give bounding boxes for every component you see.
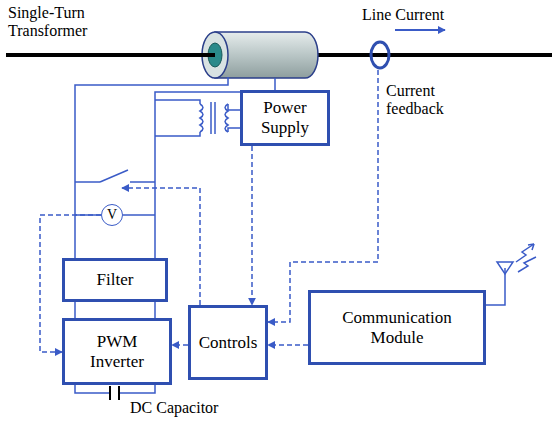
- component-label: Single-Turn Transformer: [8, 4, 118, 41]
- filter-box: Filter: [62, 258, 168, 302]
- voltmeter-circle: V: [101, 204, 123, 226]
- signal-arrow: [172, 344, 188, 346]
- component-label: DC Capacitor: [130, 399, 250, 417]
- signal-label: Line Current: [362, 6, 472, 24]
- antenna-symbol: [482, 244, 536, 305]
- wire: [154, 302, 156, 318]
- capacitor-symbol: [110, 386, 119, 400]
- node-label: V: [107, 207, 117, 223]
- node-label: Controls: [195, 333, 262, 353]
- node-label: Communication Module: [311, 308, 483, 347]
- signal-label: Current feedback: [386, 82, 476, 119]
- inverter-box: PWM Inverter: [62, 318, 172, 385]
- wire: [74, 302, 76, 318]
- node-label: Filter: [93, 270, 138, 290]
- signal-arrow: [251, 146, 253, 305]
- signal-arrow: [268, 344, 308, 346]
- communication-box: Communication Module: [308, 290, 486, 365]
- current-sensor: [371, 42, 389, 68]
- controls-box: Controls: [188, 305, 268, 380]
- node-label: PWM Inverter: [65, 332, 169, 371]
- current-arrow: [395, 29, 445, 31]
- node-label: Power Supply: [243, 98, 327, 137]
- power-supply-box: Power Supply: [240, 90, 330, 146]
